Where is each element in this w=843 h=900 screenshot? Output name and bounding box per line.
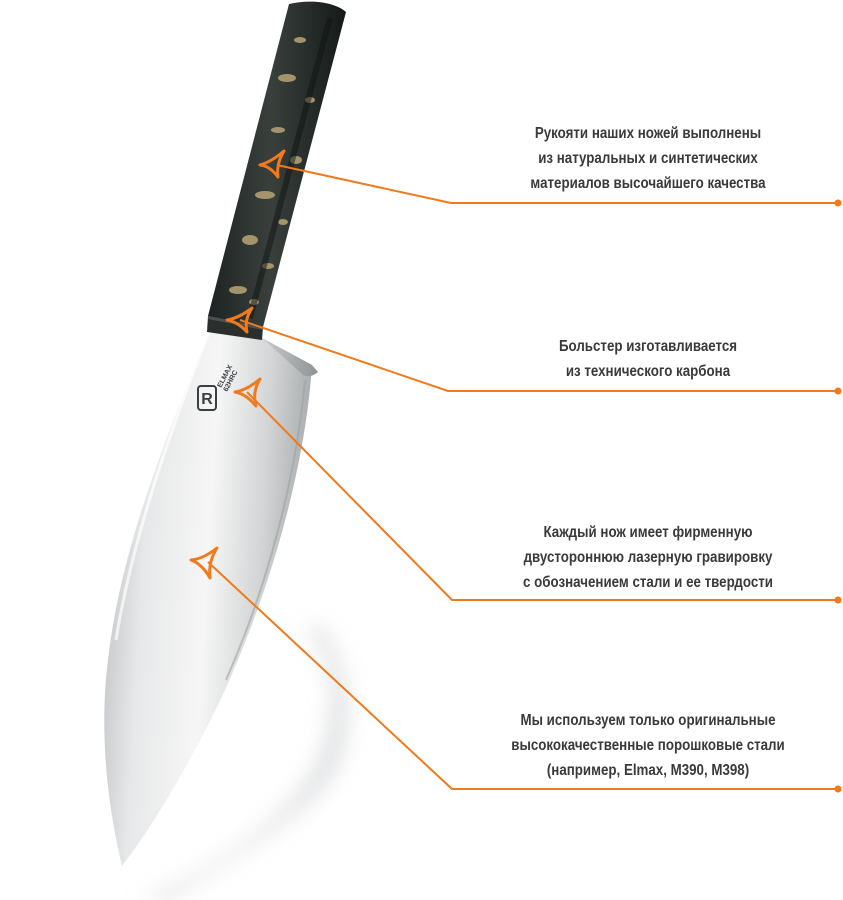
knife-shadow [140, 625, 349, 900]
hotspot-marker-handle[interactable] [258, 149, 286, 179]
callout-bolster-text: Больстер изготавливается из технического… [510, 334, 785, 384]
leader-dot-handle [834, 199, 842, 207]
leader-line-bolster [239, 319, 838, 392]
leader-line-handle [276, 164, 838, 204]
callout-line: Рукояти наших ножей выполнены [534, 125, 762, 142]
callout-line: из технического карбона [565, 363, 731, 380]
callout-line: двустороннюю лазерную гравировку [523, 549, 773, 566]
callout-line: с обозначением стали и ее твердости [523, 574, 773, 591]
callout-line: высококачественные порошковые стали [511, 737, 785, 754]
hotspot-marker-bolster[interactable] [225, 306, 254, 334]
leader-dot-steel [834, 785, 842, 793]
callout-handle-text: Рукояти наших ножей выполнены из натурал… [510, 121, 785, 196]
callout-steel-text: Мы используем только оригинальные высоко… [510, 708, 785, 783]
callout-line: из натуральных и синтетических [538, 150, 758, 167]
hotspot-marker-engraving[interactable] [233, 377, 262, 408]
callout-engraving-text: Каждый нож имеет фирменную двустороннюю … [510, 520, 785, 595]
leader-line-steel [207, 561, 838, 790]
knife-blade [104, 329, 318, 866]
callout-line: (например, Elmax, M390, M398) [546, 762, 750, 779]
callout-line: Мы используем только оригинальные [520, 712, 776, 729]
leader-line-engraving [246, 391, 838, 601]
callout-line: материалов высочайшего качества [530, 175, 766, 192]
callout-line: Больстер изготавливается [558, 338, 738, 355]
hotspot-marker-steel[interactable] [189, 546, 219, 580]
logo-mark: R [201, 391, 213, 408]
leader-dot-engraving [834, 596, 842, 604]
leader-dot-bolster [834, 387, 842, 395]
callout-line: Каждый нож имеет фирменную [543, 524, 753, 541]
